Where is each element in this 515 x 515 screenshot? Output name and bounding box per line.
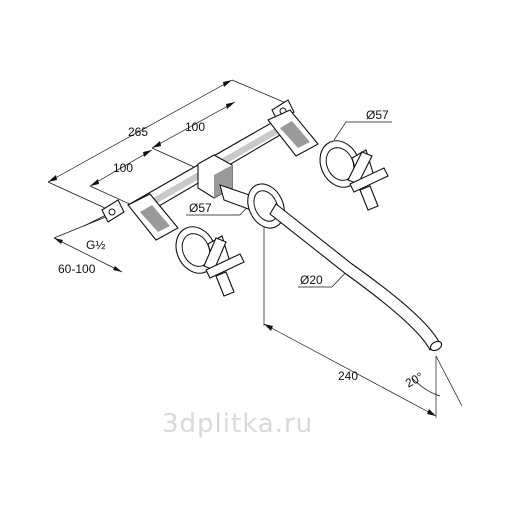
arrow	[427, 409, 436, 416]
spout	[269, 203, 441, 351]
angle-leg-20	[435, 355, 463, 407]
dim-text-g12: G½	[86, 238, 105, 252]
dim-text-240: 240	[338, 369, 358, 383]
arrow	[143, 150, 152, 157]
arrow	[226, 102, 235, 109]
right-handle-arm-low	[359, 185, 379, 211]
right-handle-arm-h1	[349, 167, 389, 193]
angle-arc-20	[411, 377, 441, 397]
dim-text-d57-center: Ø57	[189, 201, 212, 215]
left-cross-handle	[203, 235, 245, 297]
arrow	[152, 141, 161, 148]
ext-line-265-right	[231, 79, 287, 104]
dim-text-100-upper: 100	[185, 120, 205, 134]
dim-text-d20: Ø20	[300, 273, 323, 287]
faucet-body	[101, 99, 443, 352]
spout-rosette	[247, 183, 285, 229]
left-handle-arm-h1	[205, 253, 245, 279]
dim-line-240	[263, 323, 437, 417]
right-valve-shade	[280, 121, 310, 148]
right-cross-handle	[347, 149, 389, 211]
ext-line-100-lower	[89, 185, 135, 207]
dim-line-100-upper	[151, 101, 236, 149]
dim-text-100-lower: 100	[113, 161, 133, 175]
left-handle-arm-low	[215, 271, 235, 297]
dim-text-60-100: 60-100	[58, 262, 96, 276]
left-bracket-hole	[108, 208, 116, 216]
arrow	[54, 238, 63, 244]
dimension-lines	[47, 79, 463, 418]
watermark: 3dplitka.ru	[162, 409, 313, 439]
dim-text-265: 265	[128, 125, 148, 139]
dim-line-100-lower	[89, 149, 153, 187]
arrow	[90, 179, 99, 186]
arrow	[223, 80, 232, 87]
spout-rosette-inner	[253, 190, 279, 222]
dim-line-60-100	[53, 237, 123, 273]
arrowheads	[48, 80, 436, 416]
spout-outlet	[429, 340, 443, 352]
left-bracket	[101, 199, 125, 223]
arrow	[113, 266, 122, 272]
left-valve-shade	[140, 205, 170, 232]
dim-text-d57-right: Ø57	[366, 108, 389, 122]
arrow	[264, 324, 273, 331]
arrow	[48, 175, 57, 182]
dim-line-265	[47, 79, 233, 183]
leader-d57-right	[333, 121, 347, 141]
